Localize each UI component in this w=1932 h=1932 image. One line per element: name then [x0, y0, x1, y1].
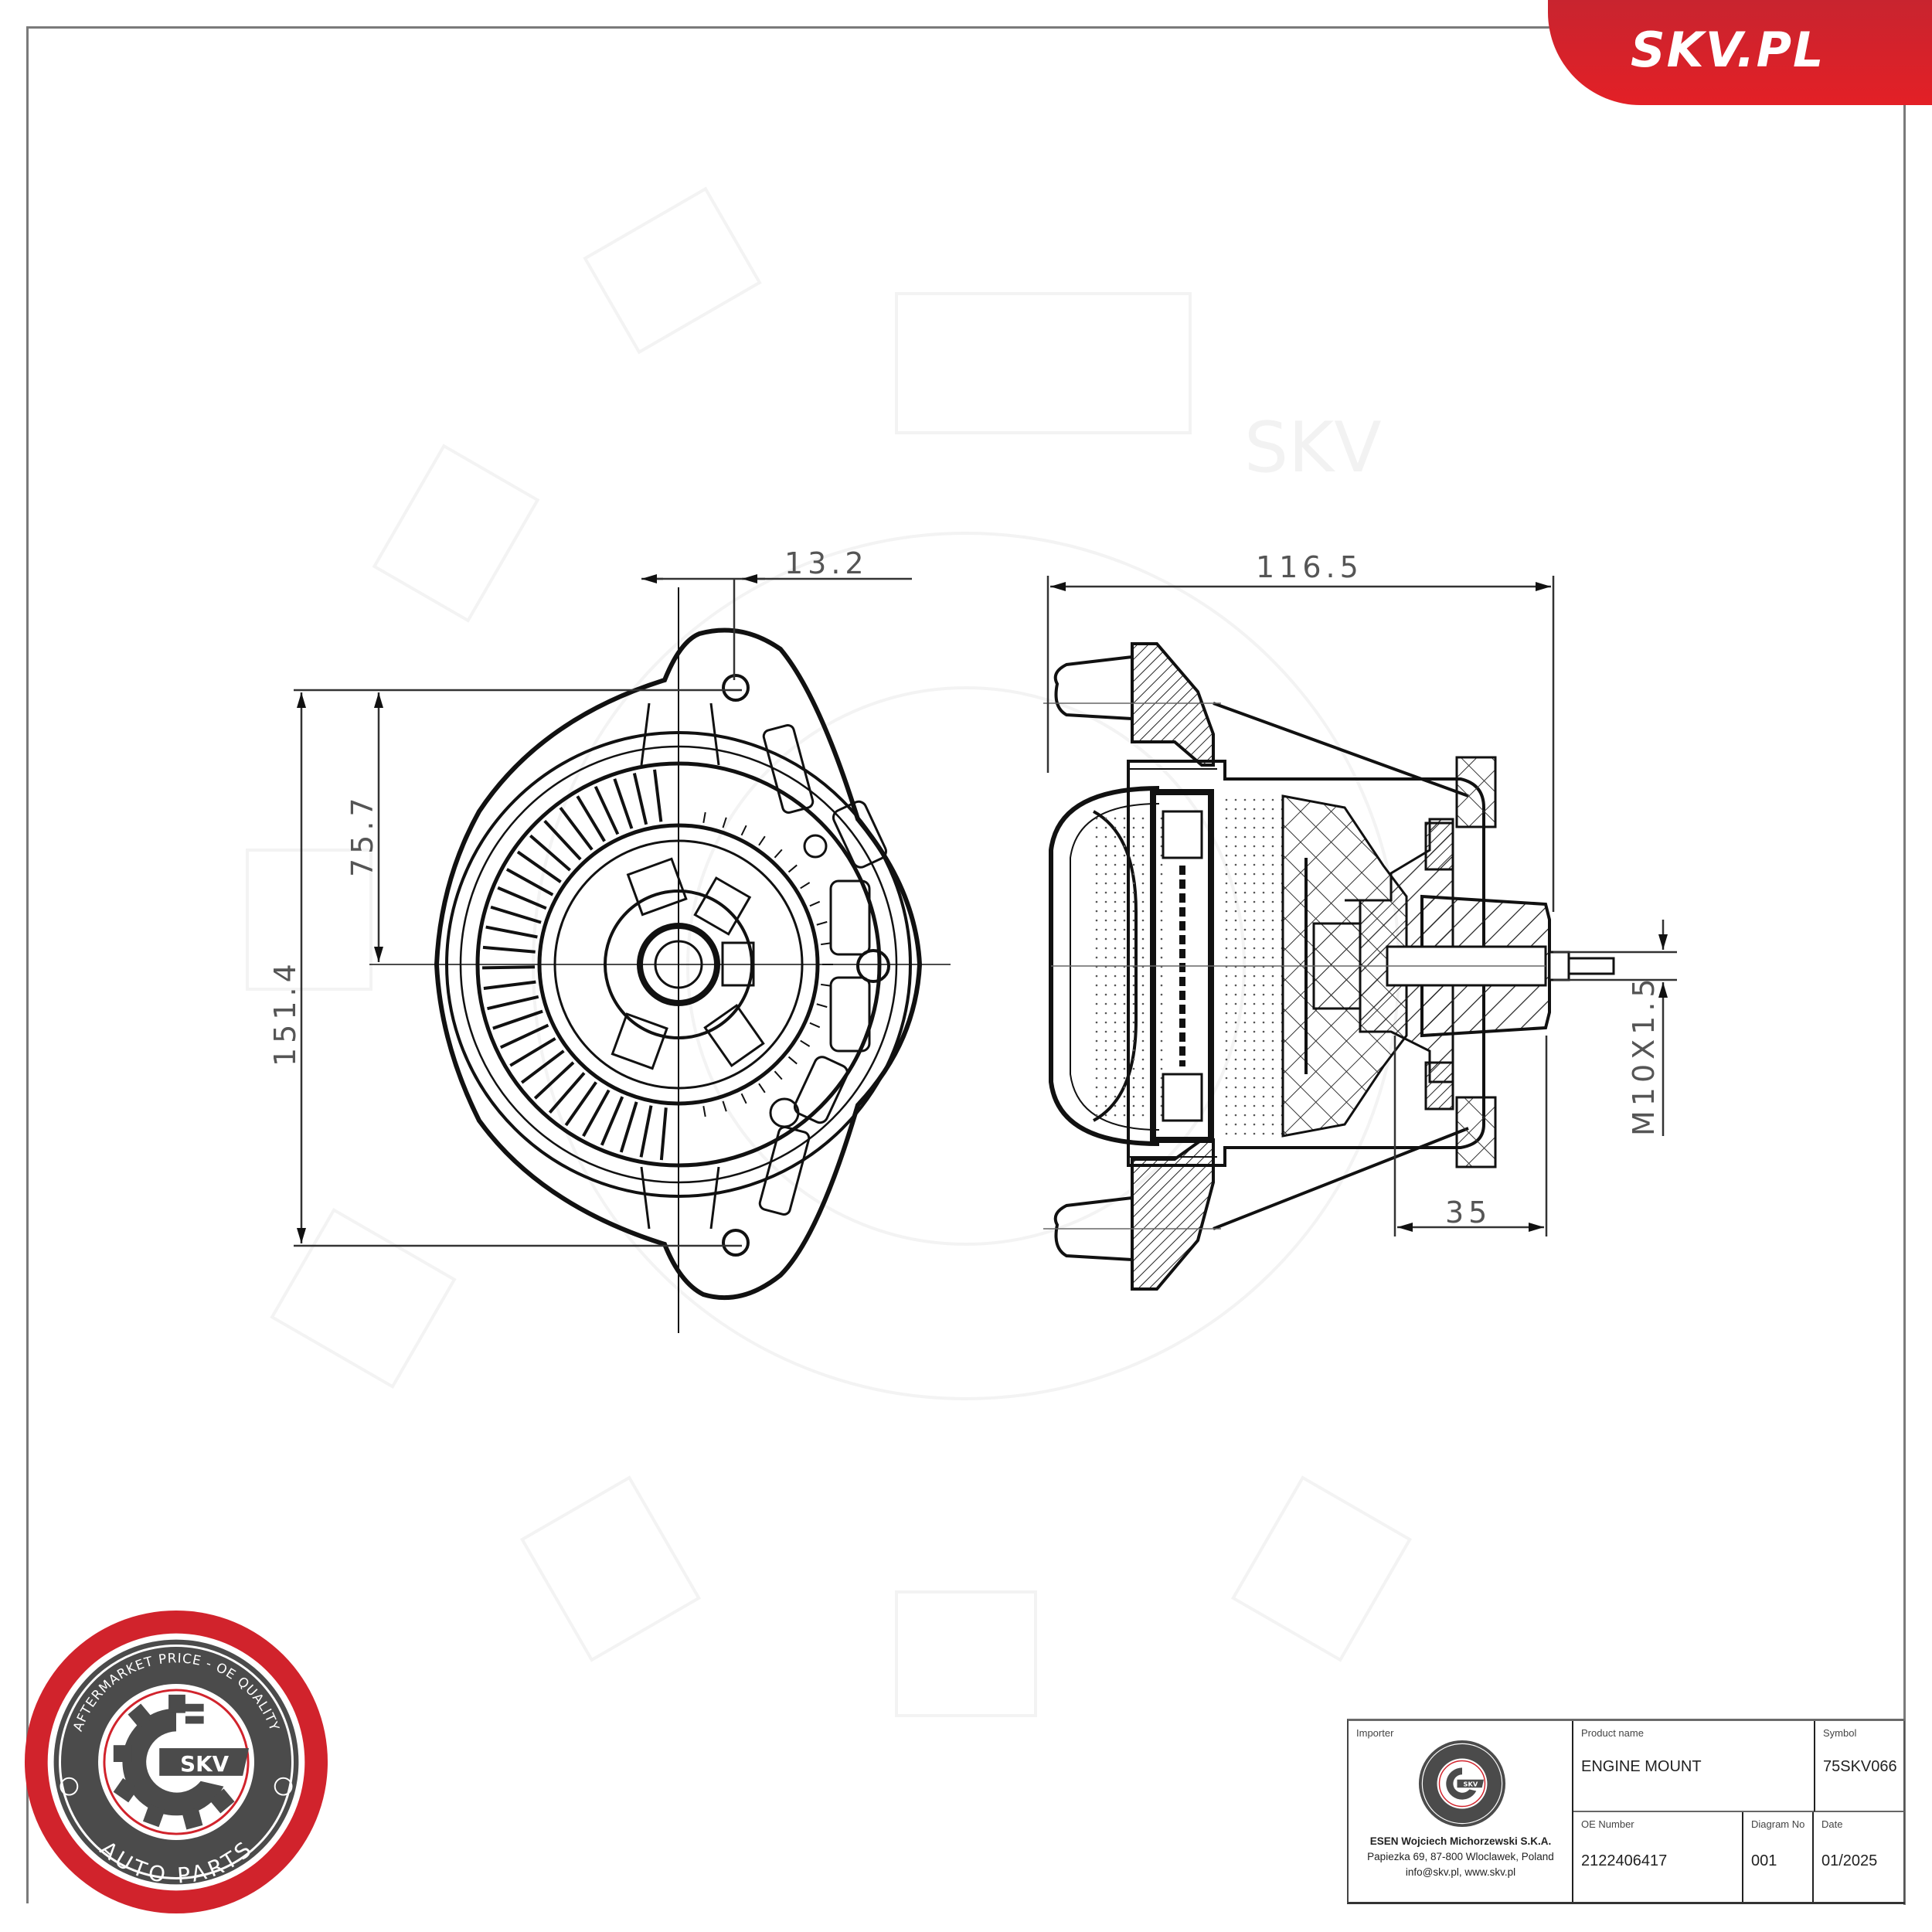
radial-ribs	[482, 769, 833, 1161]
radial-rib	[582, 1089, 611, 1138]
skv-auto-parts-seal: SKV AFTERMARKET PRICE - OE QUALITY AUTO …	[24, 1610, 328, 1914]
dim-label-13-2: 13.2	[784, 546, 869, 580]
watermark-logo	[246, 186, 1413, 1717]
inner-rib	[702, 811, 706, 823]
diagram-no-cell: Diagram No 001	[1743, 1812, 1814, 1902]
symbol-label: Symbol	[1823, 1727, 1857, 1739]
radial-rib	[482, 965, 536, 970]
inner-rib	[816, 1003, 828, 1009]
brand-tab	[1548, 0, 1932, 105]
inner-rib	[758, 835, 766, 846]
radial-rib	[520, 1049, 565, 1084]
brand-site-label: SKV.PL	[1631, 22, 1825, 78]
radial-rib	[632, 773, 648, 825]
oe-number-label: OE Number	[1581, 1818, 1634, 1830]
date-cell: Date 01/2025	[1814, 1812, 1905, 1902]
radial-rib	[619, 1101, 638, 1153]
title-block: Importer SKV ESEN Wojciech Michorzewski …	[1347, 1719, 1905, 1904]
inner-rib	[809, 1022, 821, 1029]
product-name-value: ENGINE MOUNT	[1581, 1758, 1702, 1775]
radial-rib	[490, 905, 542, 924]
symbol-cell: Symbol 75SKV066	[1814, 1721, 1905, 1812]
inner-rib	[722, 1100, 727, 1112]
inner-rib	[702, 1106, 706, 1117]
seal-center-text: SKV	[180, 1751, 229, 1777]
dim-label-m10x1-5: M10X1.5	[1627, 974, 1661, 1136]
radial-rib	[548, 1072, 586, 1114]
radial-rib	[497, 886, 547, 910]
radial-rib	[594, 785, 620, 835]
inner-rib	[800, 1039, 811, 1047]
watermark-gear-teeth	[246, 186, 1413, 1717]
front-view	[369, 587, 951, 1333]
inner-rib	[758, 1083, 766, 1094]
radial-rib	[485, 925, 538, 939]
product-name-cell-ext	[1743, 1721, 1814, 1812]
oe-number-cell: OE Number 2122406417	[1573, 1812, 1743, 1902]
svg-text:SKV: SKV	[1464, 1781, 1478, 1788]
product-name-label: Product name	[1581, 1727, 1644, 1739]
importer-seal-logo: SKV	[1418, 1740, 1506, 1828]
radial-rib	[639, 1105, 653, 1158]
radial-rib	[600, 1096, 624, 1146]
product-name-cell: Product name ENGINE MOUNT	[1573, 1721, 1743, 1812]
radial-rib	[499, 1023, 549, 1049]
radial-rib	[483, 980, 536, 990]
date-label: Date	[1821, 1818, 1843, 1830]
dim-label-151-4: 151.4	[268, 959, 302, 1066]
symbol-value: 75SKV066	[1823, 1758, 1897, 1775]
radial-rib	[529, 834, 571, 872]
date-value: 01/2025	[1821, 1852, 1878, 1869]
section-view-dimensions	[1046, 576, 1677, 1236]
dim-label-116-5: 116.5	[1256, 550, 1363, 584]
section-view	[1043, 642, 1615, 1291]
importer-cell: Importer SKV ESEN Wojciech Michorzewski …	[1349, 1721, 1573, 1902]
radial-rib	[576, 795, 606, 842]
diagram-no-label: Diagram No	[1751, 1818, 1805, 1830]
importer-label: Importer	[1356, 1727, 1394, 1739]
inner-rib	[787, 1056, 798, 1065]
dim-label-75-7: 75.7	[345, 793, 379, 877]
star-icon	[60, 1777, 293, 1796]
radial-rib	[564, 1081, 597, 1127]
importer-contact: info@skv.pl, www.skv.pl	[1405, 1866, 1516, 1878]
radial-rib	[516, 850, 562, 883]
radial-rib	[509, 1037, 556, 1067]
importer-address: Papiezka 69, 87-800 Wloclawek, Poland	[1367, 1851, 1554, 1862]
inner-rib	[774, 1070, 783, 1080]
radial-rib	[533, 1061, 575, 1100]
drawing-frame-right-edge	[1903, 104, 1906, 1905]
dim-label-35: 35	[1445, 1196, 1492, 1230]
radial-rib	[613, 778, 634, 829]
gear-icon	[113, 1694, 250, 1830]
diagram-no-value: 001	[1751, 1852, 1777, 1869]
inner-rib	[787, 864, 798, 873]
inner-rib	[740, 1093, 747, 1104]
radial-rib	[543, 819, 582, 861]
radial-rib	[653, 769, 663, 822]
drawing-frame	[26, 26, 1905, 1903]
inner-rib	[809, 900, 821, 907]
inner-rib	[816, 920, 828, 926]
front-view-dimensions	[294, 574, 912, 1247]
inner-rib	[774, 849, 783, 859]
importer-company: ESEN Wojciech Michorzewski S.K.A.	[1369, 1835, 1552, 1847]
inner-rib	[722, 817, 727, 828]
radial-rib	[482, 945, 536, 954]
radial-rib	[659, 1107, 668, 1161]
radial-rib	[505, 868, 554, 896]
inner-rib	[740, 825, 747, 836]
radial-rib	[487, 995, 539, 1011]
oe-number-value: 2122406417	[1581, 1852, 1668, 1869]
watermark-text: SKV	[1244, 407, 1382, 488]
inner-rib	[800, 882, 811, 889]
radial-rib	[559, 806, 594, 851]
radial-rib	[492, 1009, 543, 1030]
